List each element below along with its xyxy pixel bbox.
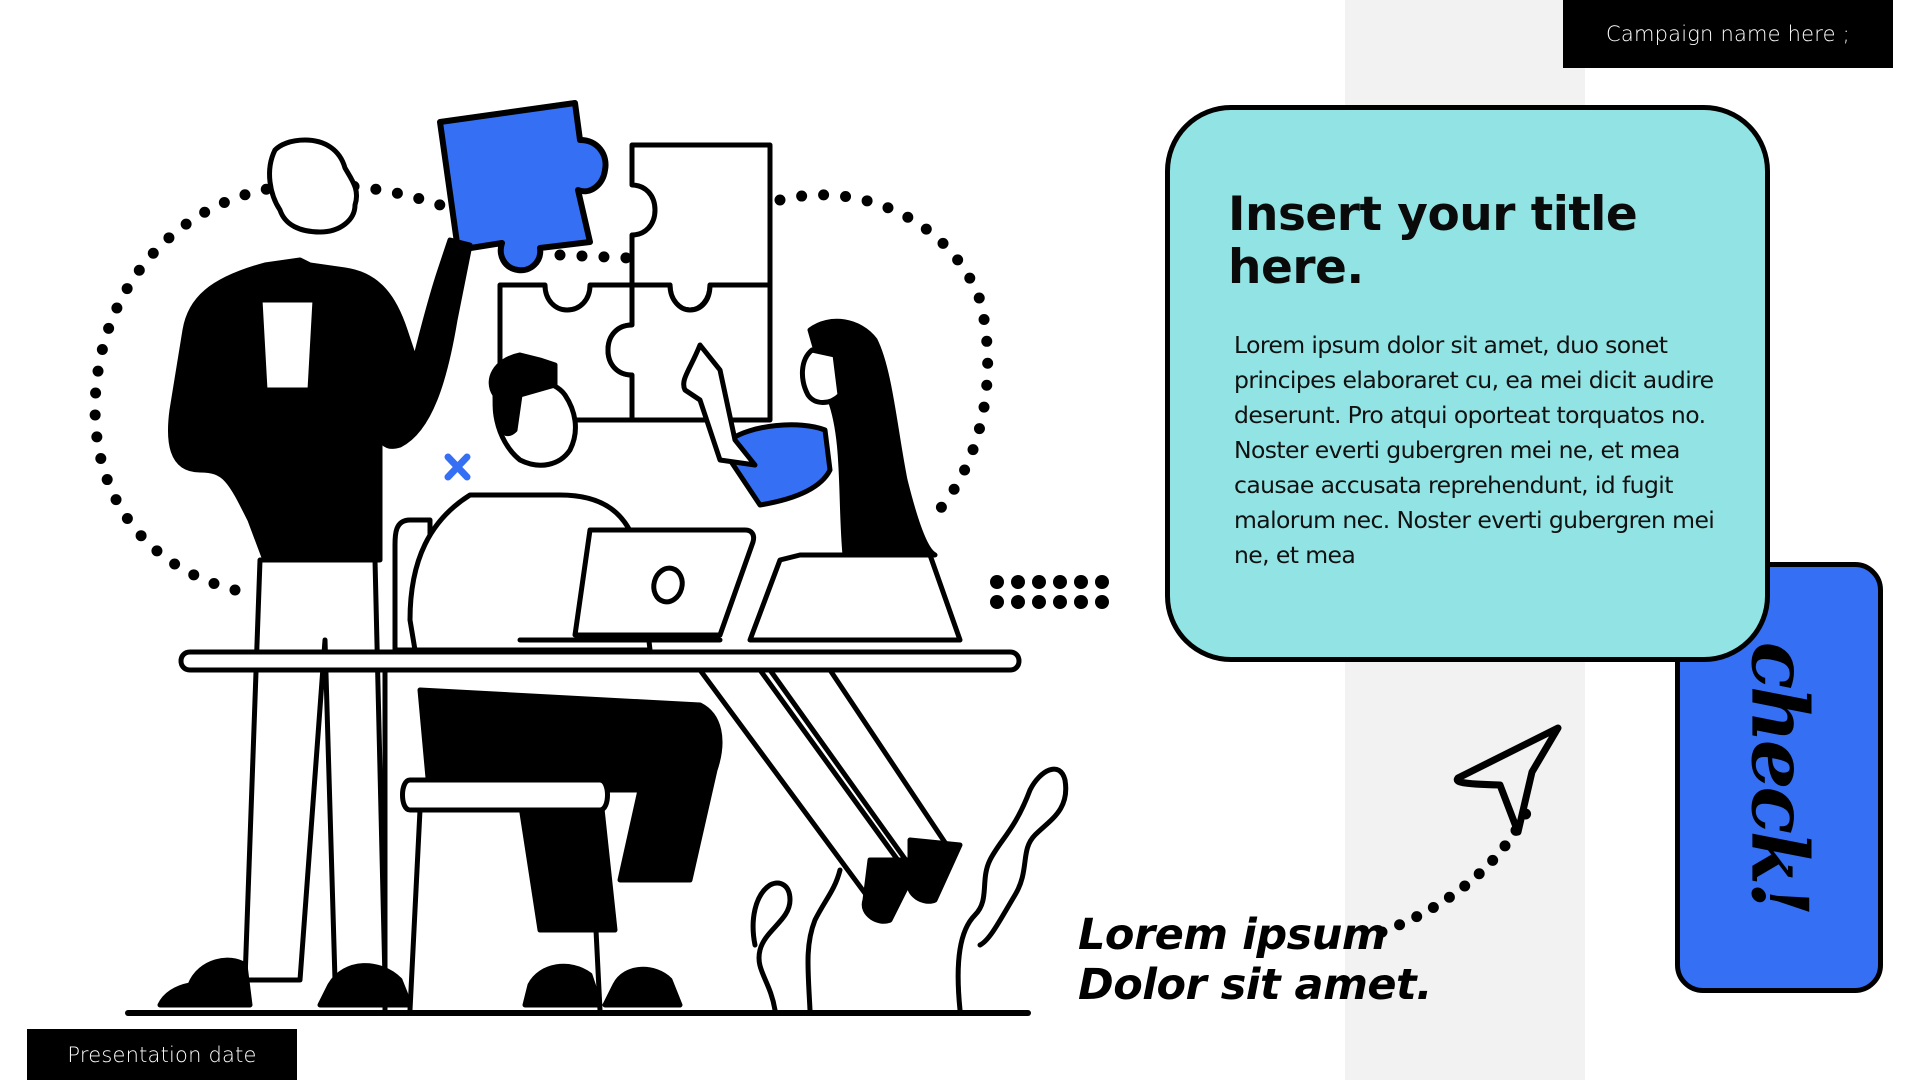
standing-man-head <box>267 137 360 235</box>
coffee-cup-icon <box>257 297 318 393</box>
dotted-circle-right <box>774 189 994 526</box>
plant-icon-right <box>955 766 1069 1013</box>
campaign-name-text: Campaign name here ; <box>1606 22 1850 46</box>
woman-face <box>800 347 843 405</box>
card-body-text: Lorem ipsum dolor sit amet, duo sonet pr… <box>1234 331 1715 569</box>
woman-arm-pointing <box>681 342 758 468</box>
dotted-trail <box>1376 799 1536 938</box>
plant-icon-mid <box>805 867 843 1013</box>
desk-top <box>178 649 1022 673</box>
info-card <box>1165 105 1770 662</box>
campaign-name-tag: Campaign name here ; <box>1563 0 1893 68</box>
standing-man-torso <box>167 237 473 563</box>
caption: Lorem ipsum Dolor sit amet. <box>1078 910 1432 1010</box>
puzzle-piece-bottom-right <box>605 282 773 423</box>
presentation-date-tag: Presentation date <box>27 1029 297 1080</box>
woman-sleeve-blue <box>727 422 833 508</box>
cross-mark-icon <box>444 453 471 481</box>
woman-body <box>747 552 963 643</box>
seated-man-shoes <box>522 963 683 1008</box>
caption-line-1: Lorem ipsum <box>1078 910 1387 960</box>
plant-icon-left <box>750 880 793 1013</box>
dot-grid <box>990 575 1116 609</box>
puzzle-piece-blue-icon <box>437 100 609 274</box>
woman-shoes <box>861 837 963 924</box>
laptop-icon <box>572 527 757 638</box>
woman-hair <box>807 318 938 558</box>
standing-man-shoes <box>157 957 413 1008</box>
standing-man-legs <box>242 557 388 983</box>
presentation-date-text: Presentation date <box>67 1042 257 1067</box>
cursor-arrow-icon <box>1453 724 1562 836</box>
seated-man-hair <box>488 352 558 437</box>
caption-line-2: Dolor sit amet. <box>1078 960 1432 1010</box>
check-label: check! <box>1733 641 1825 914</box>
card-title: Insert your title here. <box>1228 187 1638 295</box>
stool <box>400 777 610 813</box>
